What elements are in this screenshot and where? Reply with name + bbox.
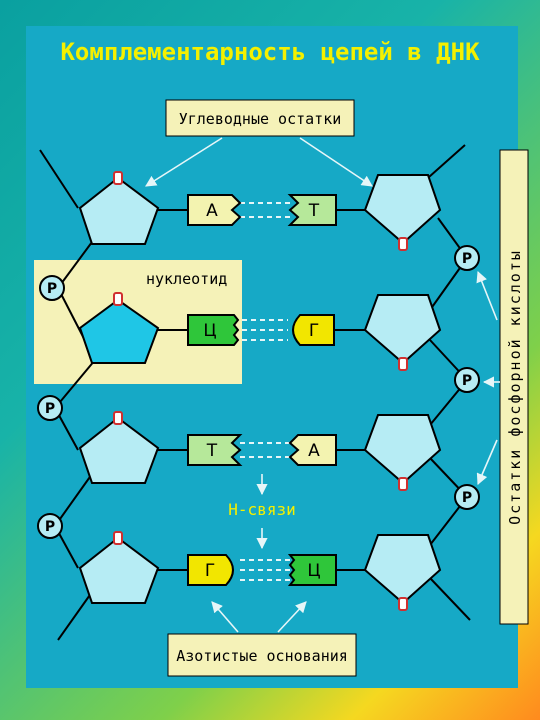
sugar-pentagon [363,174,442,245]
phosphate-label: Р [45,401,55,417]
base-letter: Ц [203,321,216,341]
base-adenine-right [288,434,337,466]
pointer-arrows [145,137,500,633]
phosphate-label: Р [45,519,55,535]
phosphates-right: Р Р Р [454,245,480,510]
base-cytosine-left [187,314,240,346]
phosphate-circle [37,395,63,421]
oxygen-marker [398,237,408,251]
carbs-label-box [165,99,355,137]
sugar-base-connectors [158,209,365,571]
oxygen-marker [113,531,123,545]
base-letter: Т [206,441,218,461]
base-adenine-left [187,194,242,226]
base-cytosine-right [287,554,337,586]
base-guanine-left [187,554,234,586]
sugar-pentagon [78,536,160,604]
base-letter: Г [205,561,215,581]
left-sugars [78,171,160,604]
phosphates-left: Р Р Р [37,275,65,539]
base-letter: Т [308,201,320,221]
sugar-pentagon [78,176,160,245]
phosphate-circle [454,245,480,271]
base-guanine-right [292,314,335,346]
oxygen-marker [113,292,123,306]
sugar-pentagon [363,534,442,605]
phosphate-circle [39,275,65,301]
h-bonds-label: Н-связи [228,500,295,519]
diagram-title: Комплементарность цепей в ДНК [60,38,480,66]
hydrogen-bonds [240,202,290,581]
oxygen-marker [113,171,123,185]
phosphate-label: Р [462,251,472,267]
oxygen-marker [398,357,408,371]
sugar-pentagon [363,414,442,485]
carbs-label: Углеводные остатки [179,110,342,128]
base-letter: Ц [307,561,320,581]
phosphates-label-box [499,149,529,625]
base-thymine-left [187,434,243,466]
base-letter: А [206,201,218,221]
sugar-pentagon [363,294,442,365]
phosphate-label: Р [462,490,472,506]
base-letter: А [308,441,320,461]
oxygen-marker [398,597,408,611]
right-sugars [363,174,442,611]
oxygen-marker [113,411,123,425]
phosphate-circle [37,513,63,539]
phosphate-label: Р [462,373,472,389]
bases-label: Азотистые основания [176,647,348,665]
phosphates-label: Остатки фосфорной кислоты [506,249,524,525]
bases-label-box [167,633,357,677]
nucleotide-label: нуклеотид [146,270,227,288]
base-letter: Г [309,321,319,341]
phosphate-circle [454,484,480,510]
base-thymine-right [287,194,337,226]
sugar-pentagon-highlighted [78,298,160,364]
sugar-pentagon [78,416,160,484]
oxygen-marker [398,477,408,491]
phosphate-label: Р [47,281,57,297]
phosphate-circle [454,367,480,393]
